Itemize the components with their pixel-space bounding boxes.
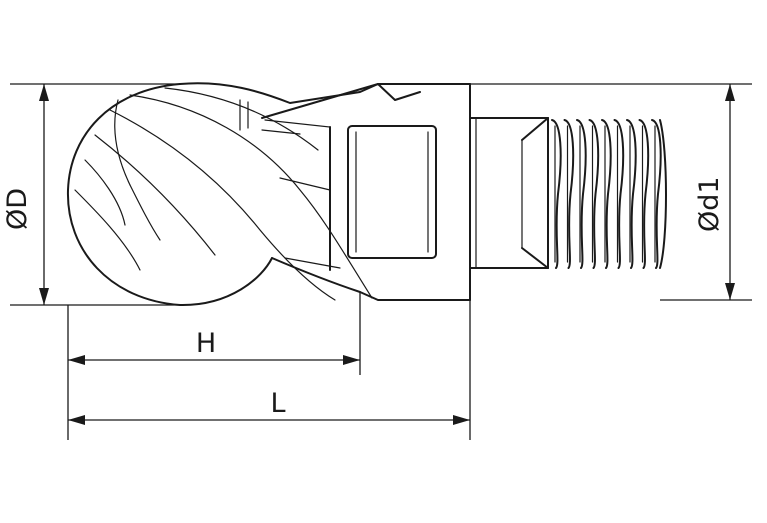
dimension-height-h: H bbox=[67, 292, 361, 440]
dimension-diameter-d: ØD bbox=[2, 83, 180, 306]
thread-coil bbox=[588, 119, 600, 269]
thread-coil bbox=[651, 119, 662, 269]
thread-coil bbox=[551, 119, 562, 269]
length-l-label: L bbox=[270, 388, 285, 419]
threaded-shank bbox=[469, 117, 667, 269]
flute-lines bbox=[74, 87, 373, 301]
thread-coil bbox=[563, 119, 575, 269]
thread-coil bbox=[601, 119, 612, 269]
diameter-d1-label: Ød1 bbox=[694, 176, 725, 232]
dimension-diameter-d1: Ød1 bbox=[470, 83, 752, 301]
thread-coils bbox=[551, 119, 662, 269]
thread-coil bbox=[613, 119, 625, 269]
tool-body bbox=[261, 83, 471, 301]
dimension-length-l: L bbox=[68, 300, 471, 440]
thread-coil bbox=[638, 119, 650, 269]
ball-nose-head bbox=[66, 82, 379, 307]
thread-coil bbox=[576, 119, 587, 269]
diameter-d-label: ØD bbox=[2, 188, 33, 230]
height-h-label: H bbox=[196, 328, 216, 359]
thread-coil bbox=[626, 119, 637, 269]
